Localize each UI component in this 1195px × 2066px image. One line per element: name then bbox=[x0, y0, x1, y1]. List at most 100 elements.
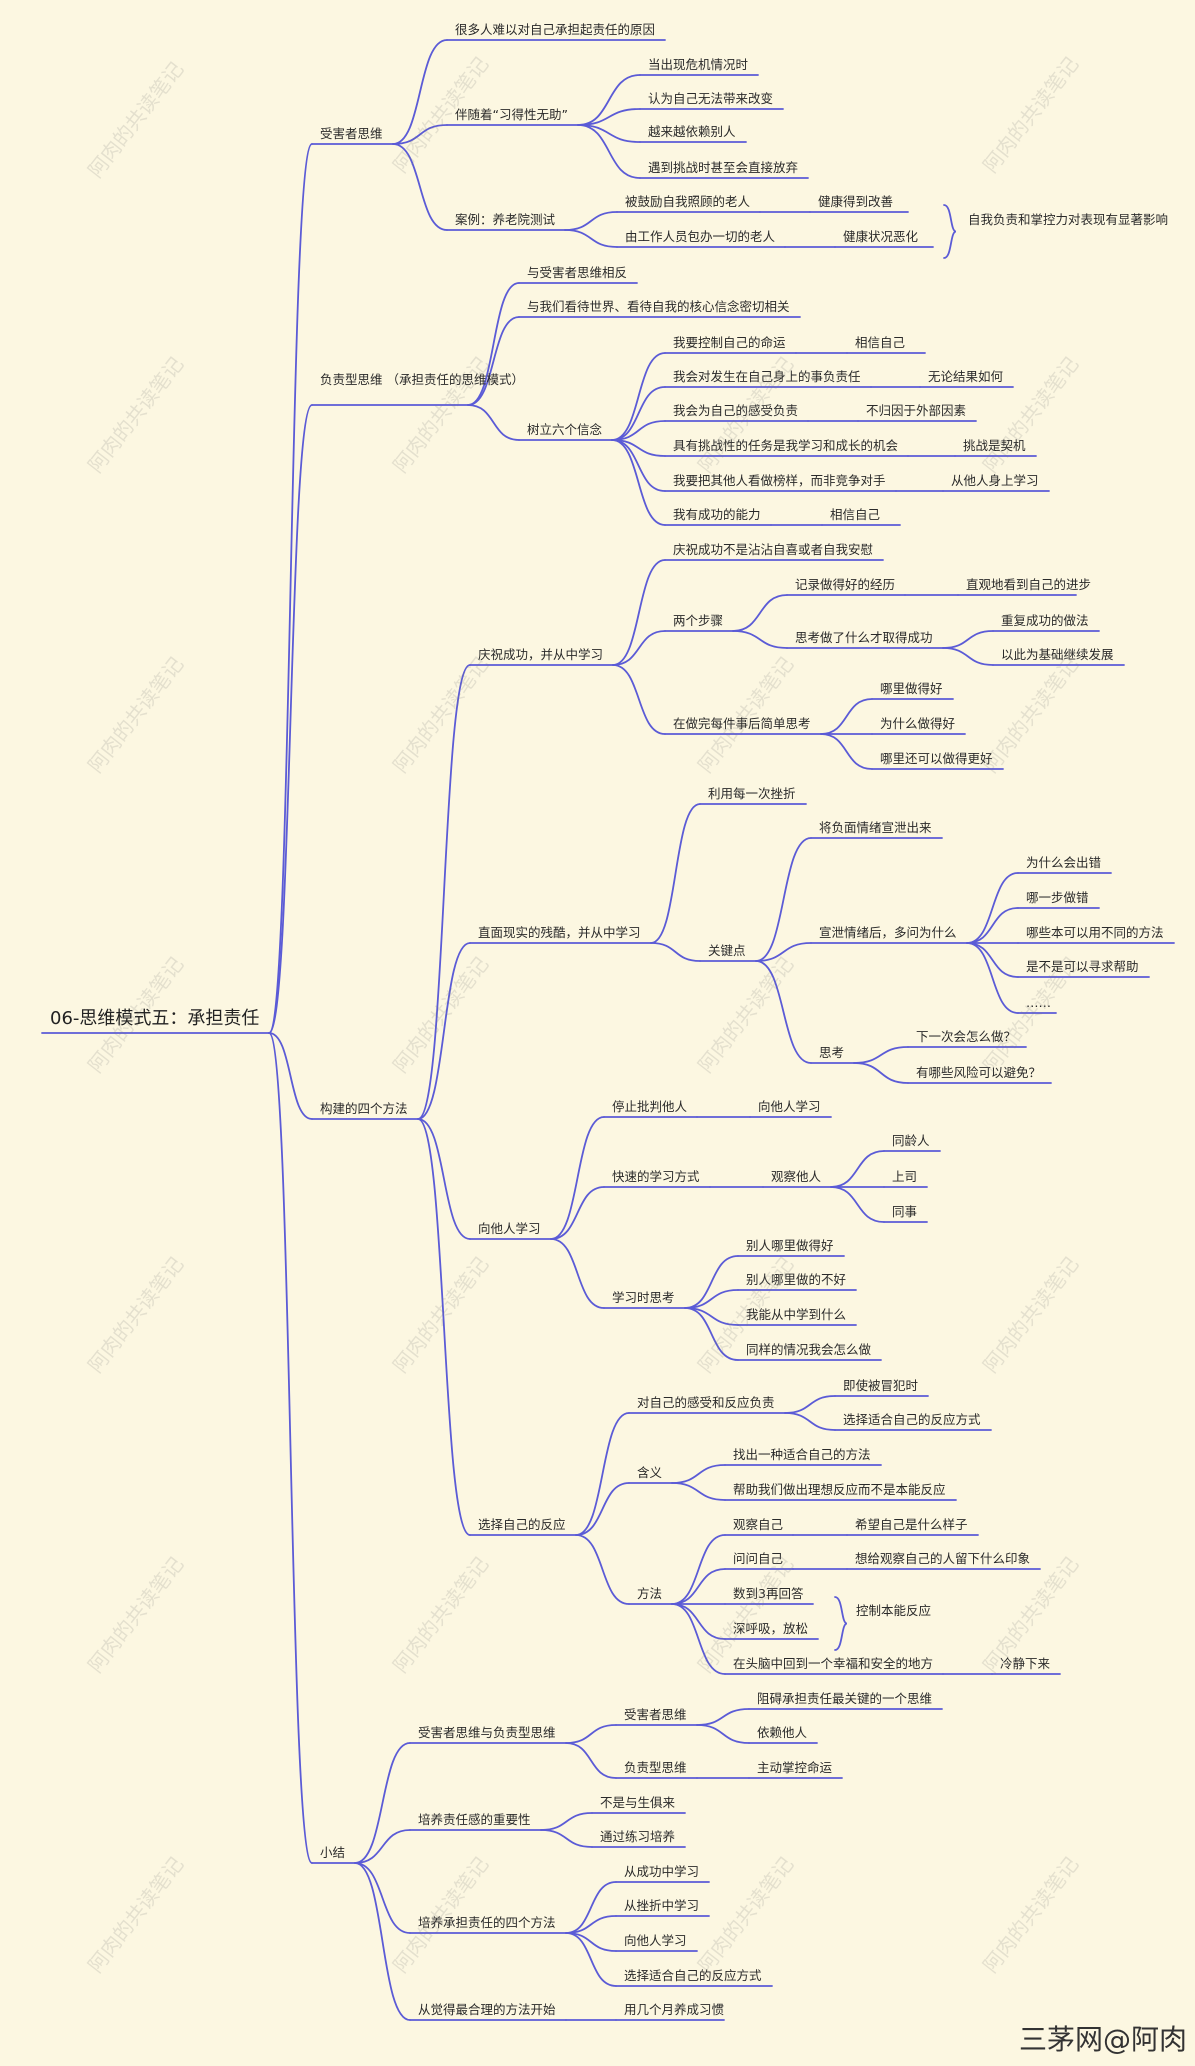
mindmap-node: 帮助我们做出理想反应而不是本能反应 bbox=[733, 1482, 946, 1497]
mindmap-node: 从他人身上学习 bbox=[951, 473, 1039, 488]
mindmap-node: 受害者思维 bbox=[320, 126, 383, 141]
mindmap-node: 很多人难以对自己承担起责任的原因 bbox=[455, 22, 656, 37]
mindmap-node: 当出现危机情况时 bbox=[648, 57, 749, 72]
mindmap-node: 是不是可以寻求帮助 bbox=[1026, 959, 1139, 974]
mindmap-node: 庆祝成功不是沾沾自喜或者自我安慰 bbox=[673, 542, 874, 557]
connector-line bbox=[853, 1062, 909, 1084]
connector-line bbox=[565, 1742, 617, 1779]
connector-line bbox=[550, 1238, 605, 1309]
connector-line bbox=[853, 1046, 909, 1064]
mindmap-node: 从挫折中学习 bbox=[624, 1898, 700, 1913]
connector-line bbox=[966, 872, 1019, 944]
connector-line bbox=[671, 1464, 726, 1484]
connector-line bbox=[732, 594, 788, 632]
mindmap-node: 遇到挑战时甚至会直接放弃 bbox=[648, 160, 799, 175]
mindmap-node: 两个步骤 bbox=[673, 613, 724, 628]
connector-line bbox=[650, 803, 701, 944]
connector-line bbox=[650, 942, 701, 962]
mindmap-node: 依赖他人 bbox=[757, 1725, 808, 1740]
mindmap-node: 同龄人 bbox=[892, 1133, 930, 1148]
mindmap-node: 宣泄情绪后，多问为什么 bbox=[819, 925, 957, 940]
connector-line bbox=[565, 1932, 617, 1987]
connector-line bbox=[784, 1395, 836, 1414]
mindmap-node: 我能从中学到什么 bbox=[746, 1307, 847, 1322]
mindmap-node: 直面现实的残酷，并从中学习 bbox=[478, 925, 641, 940]
connector-line bbox=[354, 1862, 411, 1934]
connector-line bbox=[671, 1603, 726, 1640]
connector-line bbox=[392, 143, 448, 231]
connector-line bbox=[575, 1482, 630, 1536]
connector-line bbox=[268, 143, 313, 1034]
connector-line bbox=[417, 942, 471, 1120]
mindmap-node: 越来越依赖别人 bbox=[648, 124, 736, 139]
connector-line bbox=[755, 942, 812, 962]
mindmap-node: 由工作人员包办一切的老人 bbox=[625, 229, 776, 244]
mindmap-node: 为什么会出错 bbox=[1026, 855, 1102, 870]
connector-line bbox=[577, 124, 641, 143]
mindmap-node: …… bbox=[1026, 995, 1051, 1010]
mindmap-node: 观察自己 bbox=[733, 1517, 784, 1532]
mindmap-node: 被鼓励自我照顾的老人 bbox=[625, 194, 751, 209]
mindmap-node: 相信自己 bbox=[830, 507, 881, 522]
connector-line bbox=[611, 420, 666, 441]
mindmap-node: 为什么做得好 bbox=[880, 716, 956, 731]
connector-line bbox=[354, 1829, 411, 1864]
mindmap-node: 冷静下来 bbox=[1000, 1656, 1051, 1671]
mindmap-node: 我有成功的能力 bbox=[673, 507, 761, 522]
connector-line bbox=[784, 1412, 836, 1431]
mindmap-node: 观察他人 bbox=[771, 1169, 822, 1184]
connector-line bbox=[467, 316, 520, 406]
mindmap-node: 控制本能反应 bbox=[856, 1603, 932, 1618]
connector-line bbox=[671, 1603, 726, 1675]
mindmap-node: 希望自己是什么样子 bbox=[855, 1517, 968, 1532]
mindmap-node: 有哪些风险可以避免？ bbox=[916, 1065, 1042, 1080]
connector-line bbox=[755, 837, 812, 962]
mindmap-node: 挑战是契机 bbox=[963, 438, 1026, 453]
connector-line bbox=[966, 942, 1019, 978]
mindmap-node: 选择适合自己的反应方式 bbox=[624, 1968, 762, 1983]
connector-line bbox=[354, 1862, 411, 2021]
mindmap-node: 想给观察自己的人留下什么印象 bbox=[855, 1551, 1031, 1566]
mindmap-node: 哪里还可以做得更好 bbox=[880, 751, 993, 766]
mindmap-node: 关键点 bbox=[708, 943, 746, 958]
connector-line bbox=[564, 211, 618, 231]
connector-line bbox=[671, 1482, 726, 1501]
mindmap-node: 小结 bbox=[320, 1845, 346, 1860]
mindmap-node: 下一次会怎么做？ bbox=[916, 1029, 1017, 1044]
connector-line bbox=[755, 960, 812, 1064]
connector-line bbox=[696, 1724, 750, 1744]
connector-line bbox=[565, 1881, 617, 1934]
mindmap-node: 重复成功的做法 bbox=[1001, 613, 1089, 628]
connector-line bbox=[268, 1032, 313, 1864]
mindmap-node: 与我们看待世界、看待自我的核心信念密切相关 bbox=[527, 299, 790, 314]
connector-line bbox=[417, 1118, 471, 1240]
connector-line bbox=[268, 404, 313, 1034]
mindmap-node: 上司 bbox=[892, 1169, 918, 1184]
mindmap-node: 将负面情绪宣泄出来 bbox=[819, 820, 932, 835]
mindmap-node: 培养承担责任的四个方法 bbox=[418, 1915, 556, 1930]
connector-line bbox=[820, 698, 873, 735]
mindmap-node: 思考做了什么才取得成功 bbox=[795, 630, 933, 645]
connector-line bbox=[942, 647, 994, 666]
mindmap-node: 向他人学习 bbox=[624, 1933, 687, 1948]
mindmap-node: 即使被冒犯时 bbox=[843, 1378, 919, 1393]
connector-line bbox=[565, 1724, 617, 1744]
mindmap-node: 伴随着“习得性无助” bbox=[455, 107, 568, 122]
connector-line bbox=[612, 664, 666, 735]
connector-line bbox=[684, 1255, 739, 1309]
mindmap-node: 数到3再回答 bbox=[733, 1586, 804, 1601]
connector-line bbox=[392, 39, 448, 145]
connector-line bbox=[467, 404, 520, 441]
connector-line bbox=[467, 282, 520, 406]
connector-line bbox=[565, 1932, 617, 1952]
mindmap-node: 受害者思维与负责型思维 bbox=[418, 1725, 556, 1740]
connector-line bbox=[830, 1150, 885, 1188]
mindmap-root: 06-思维模式五：承担责任 bbox=[50, 1008, 260, 1029]
mindmap-node: 通过练习培养 bbox=[600, 1829, 676, 1844]
mindmap-node: 哪里做得好 bbox=[880, 681, 943, 696]
summary-brace bbox=[943, 204, 957, 259]
mindmap-node: 同样的情况我会怎么做 bbox=[746, 1342, 872, 1357]
connector-line bbox=[575, 1412, 630, 1536]
